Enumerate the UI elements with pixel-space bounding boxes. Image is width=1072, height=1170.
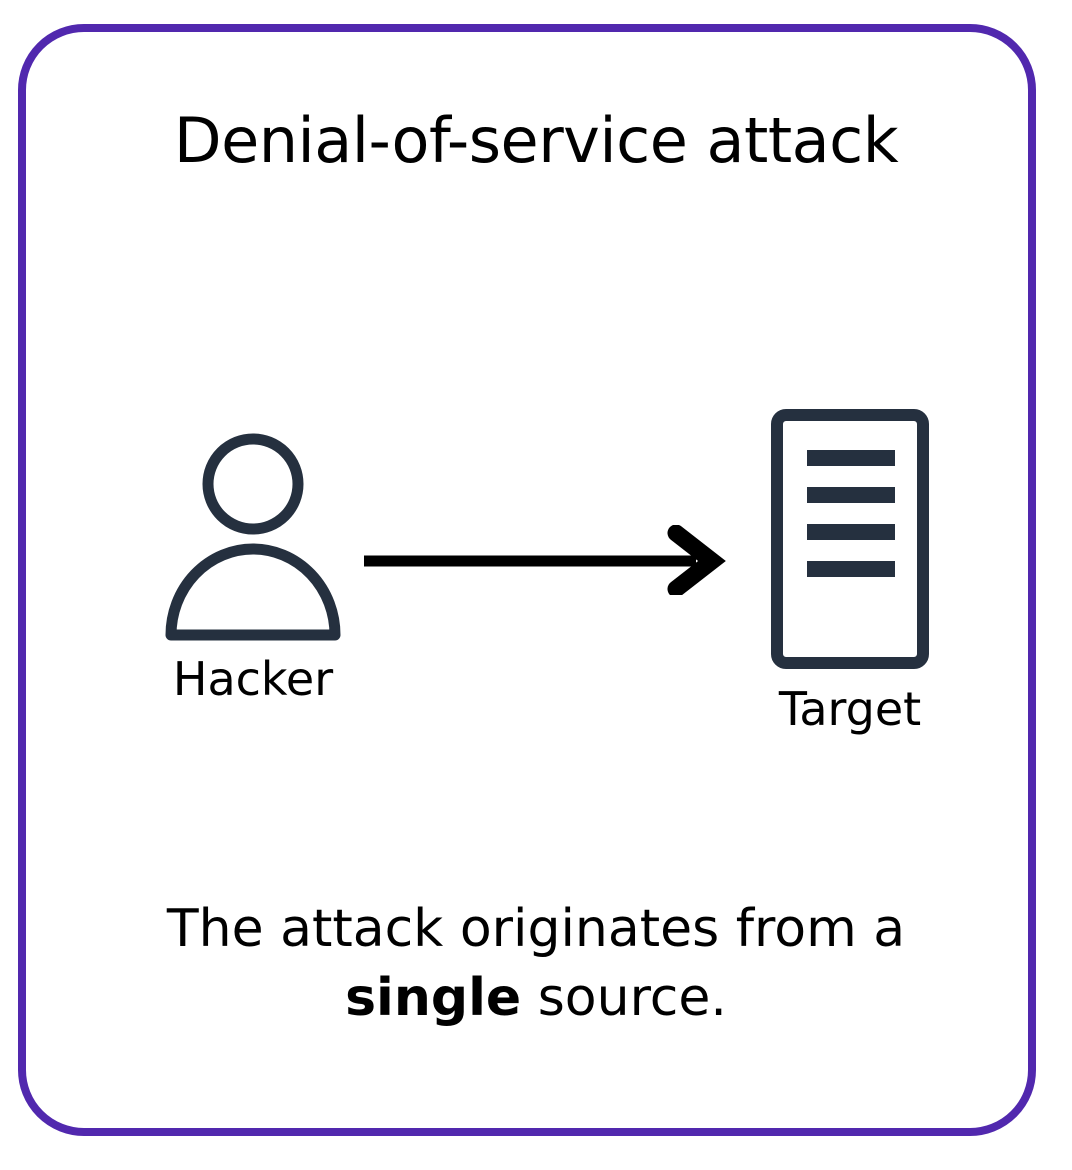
caption-emphasis: single [345, 967, 522, 1028]
diagram-title: Denial-of-service attack [173, 104, 899, 177]
node-target-label: Target [778, 682, 922, 736]
node-hacker: Hacker [118, 430, 388, 705]
caption-lead: The attack originates from a [166, 899, 906, 959]
arrow-right-icon [364, 525, 726, 595]
diagram-caption: The attack originates from a single sour… [96, 895, 976, 1032]
node-target: Target [715, 408, 985, 735]
node-hacker-label: Hacker [172, 652, 334, 706]
server-icon [771, 409, 929, 669]
caption-trail: source. [537, 967, 727, 1028]
person-icon [165, 433, 341, 641]
diagram-card-frame [18, 24, 1036, 1136]
